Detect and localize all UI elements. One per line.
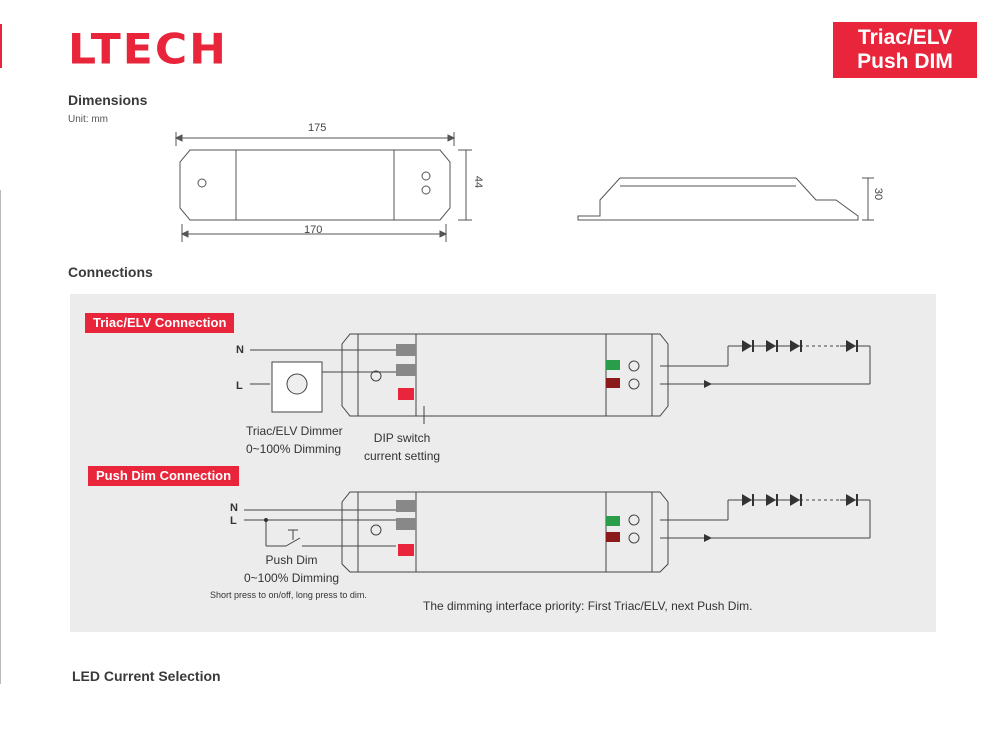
top-view-drawing: [174, 132, 472, 242]
dim-width: 44: [472, 175, 485, 189]
priority-note: The dimming interface priority: First Tr…: [423, 599, 753, 613]
dip-line2: current setting: [364, 449, 441, 463]
badge-line-2: Push DIM: [857, 50, 953, 73]
triac-dimmer-line2: 0~100% Dimming: [246, 442, 342, 456]
push-dim-wiring-diagram: [244, 491, 871, 573]
dim-overall-length: 175: [308, 122, 327, 134]
page-edge-marker: [0, 190, 1, 684]
side-view-drawing: [577, 177, 874, 221]
push-dim-connection-tag: Push Dim Connection: [88, 466, 240, 486]
triac-dimmer-caption: Triac/ELV Dimmer 0~100% Dimming: [246, 422, 343, 458]
push-dim-caption: Push Dim 0~100% Dimming: [244, 551, 339, 587]
triac-connection-tag: Triac/ELV Connection: [85, 313, 235, 333]
led-current-heading: LED Current Selection: [72, 668, 221, 684]
push-dim-line1: Push Dim: [265, 553, 318, 567]
push-dim-line2: 0~100% Dimming: [244, 571, 340, 585]
triac-l-label: L: [236, 380, 243, 392]
brand-logo: LTECH: [68, 25, 228, 74]
dip-line1: DIP switch: [373, 431, 431, 445]
triac-n-label: N: [236, 344, 244, 356]
unit-label: Unit: mm: [68, 114, 108, 125]
product-badge: Triac/ELV Push DIM: [833, 22, 977, 78]
push-dim-note: Short press to on/off, long press to dim…: [210, 590, 367, 600]
triac-dimmer-line1: Triac/ELV Dimmer: [246, 424, 343, 438]
dim-height: 30: [872, 187, 885, 201]
triac-wiring-diagram: [250, 333, 871, 424]
page-edge-marker-top: [0, 24, 2, 68]
dimensions-heading: Dimensions: [68, 92, 148, 108]
push-l-label: L: [230, 515, 237, 527]
push-n-label: N: [230, 502, 238, 514]
connections-heading: Connections: [68, 264, 153, 280]
badge-line-1: Triac/ELV: [857, 26, 953, 49]
dim-body-length: 170: [304, 224, 323, 236]
dip-switch-caption: DIP switch current setting: [364, 429, 440, 465]
